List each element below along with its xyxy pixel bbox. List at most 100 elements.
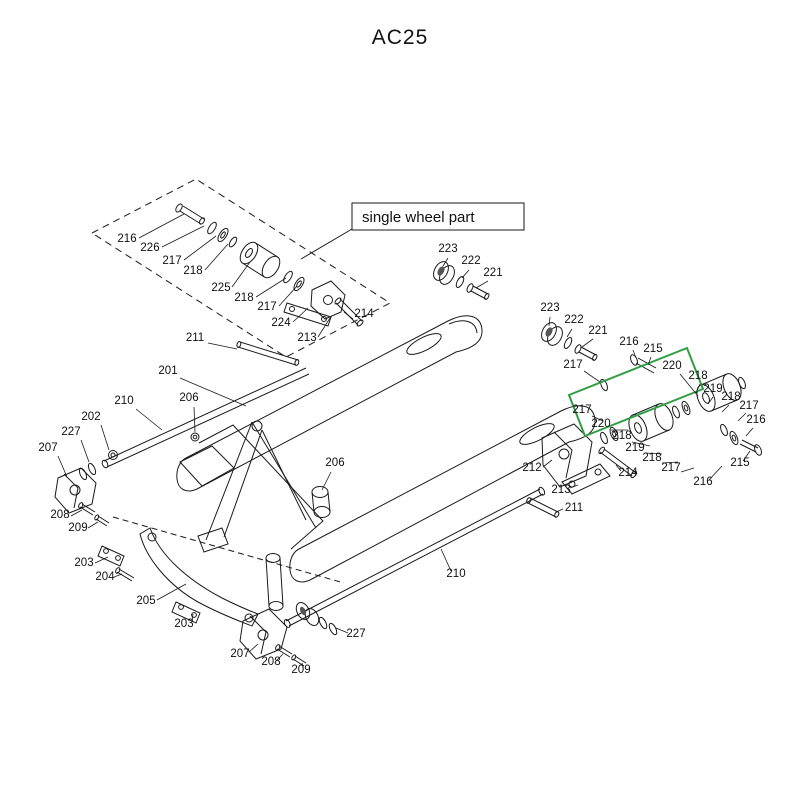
leader-line xyxy=(343,311,354,320)
leader-line xyxy=(292,307,309,323)
leader-line xyxy=(204,243,229,271)
part-label-211: 211 xyxy=(186,332,204,344)
part-label-218: 218 xyxy=(642,452,661,464)
fork-right xyxy=(289,405,596,583)
part-label-223: 223 xyxy=(540,302,559,314)
callout-frame xyxy=(351,202,525,231)
leader-line xyxy=(138,213,185,239)
wheel-bracket xyxy=(310,280,346,320)
tandem-roller-1 xyxy=(628,403,674,442)
labels-layer: 2162262172182252182172242132142112232222… xyxy=(38,213,766,676)
part-label-208: 208 xyxy=(50,509,69,521)
leader-line xyxy=(591,415,604,422)
link-bar xyxy=(171,601,201,624)
part-label-217: 217 xyxy=(661,462,680,474)
part-label-227: 227 xyxy=(61,426,80,438)
part-label-219: 219 xyxy=(703,383,722,395)
piston-roller xyxy=(311,486,329,498)
leader-line xyxy=(113,573,123,578)
hidden-edge xyxy=(112,516,345,584)
small-wheel-assembly-1 xyxy=(433,261,490,300)
highlight-box xyxy=(567,346,705,438)
part-label-221: 221 xyxy=(588,325,607,337)
leader-line xyxy=(179,377,247,407)
leader-line xyxy=(475,280,489,289)
part-label-210: 210 xyxy=(114,395,133,407)
steer-axle-assembly xyxy=(54,367,310,527)
part-label-212: 212 xyxy=(522,462,541,474)
part-label-204: 204 xyxy=(95,571,115,583)
leader-line xyxy=(644,452,663,455)
leader-line xyxy=(615,464,622,472)
part-label-208: 208 xyxy=(261,656,280,668)
part-label-227: 227 xyxy=(346,628,365,640)
part-label-218: 218 xyxy=(721,391,740,403)
part-label-215: 215 xyxy=(643,343,662,355)
leader-line xyxy=(248,643,259,653)
fork-left xyxy=(176,315,483,492)
part-label-223: 223 xyxy=(438,243,457,255)
leader-line xyxy=(255,277,287,298)
part-label-203: 203 xyxy=(174,618,193,630)
leader-line xyxy=(566,328,573,338)
leader-line xyxy=(695,383,701,394)
leader-line xyxy=(335,627,349,634)
leader-line xyxy=(555,508,564,513)
roller-bracket xyxy=(541,423,593,488)
leader-line xyxy=(183,235,217,261)
bell-crank xyxy=(139,527,259,627)
part-label-202: 202 xyxy=(81,411,100,423)
leader-line xyxy=(581,338,594,348)
part-label-203: 203 xyxy=(74,557,93,569)
part-label-201: 201 xyxy=(158,365,177,377)
leader-line xyxy=(100,424,110,451)
part-label-216: 216 xyxy=(746,414,765,426)
fork-slot xyxy=(406,333,442,355)
leader-line xyxy=(80,439,90,463)
leader-line xyxy=(631,441,651,447)
callout-label: single wheel part xyxy=(362,209,475,226)
leader-line xyxy=(191,613,194,623)
part-label-217: 217 xyxy=(563,359,582,371)
dashed-boundary xyxy=(91,178,391,358)
part-label-211: 211 xyxy=(565,502,583,514)
part-label-218: 218 xyxy=(612,430,631,442)
leader-line xyxy=(708,465,723,481)
leader-line xyxy=(70,509,83,517)
leader-line xyxy=(440,548,452,572)
single-wheel-exploded-group xyxy=(91,178,391,366)
leader-line xyxy=(679,373,699,397)
leader-line xyxy=(647,356,652,366)
part-label-206: 206 xyxy=(179,392,198,404)
part-label-219: 219 xyxy=(625,442,644,454)
leader-line xyxy=(321,471,332,491)
leader-line xyxy=(317,317,331,338)
part-label-218: 218 xyxy=(688,370,707,382)
callout-box: single wheel part xyxy=(300,202,525,260)
roller-link-plate xyxy=(561,463,611,495)
axle-bracket xyxy=(54,467,97,514)
part-label-217: 217 xyxy=(257,301,276,313)
part-label-206: 206 xyxy=(325,457,344,469)
part-label-225: 225 xyxy=(211,282,230,294)
tandem-roller-assembly xyxy=(526,354,762,518)
leader-line xyxy=(193,406,196,433)
leader-line xyxy=(301,662,304,668)
part-label-216: 216 xyxy=(117,233,136,245)
part-label-217: 217 xyxy=(739,400,758,412)
link-bar xyxy=(97,545,125,567)
small-wheel-assembly-2 xyxy=(541,322,598,361)
leader-line xyxy=(742,450,751,462)
leader-line xyxy=(707,396,714,405)
leader-line xyxy=(207,342,238,350)
part-label-226: 226 xyxy=(140,242,159,254)
leader-line xyxy=(632,349,637,359)
leader-line xyxy=(231,261,251,288)
leader-line xyxy=(745,427,754,437)
leader-line xyxy=(548,316,551,327)
linkage-assembly xyxy=(97,527,259,627)
pump-frame xyxy=(112,420,345,611)
part-label-216: 216 xyxy=(693,476,712,488)
